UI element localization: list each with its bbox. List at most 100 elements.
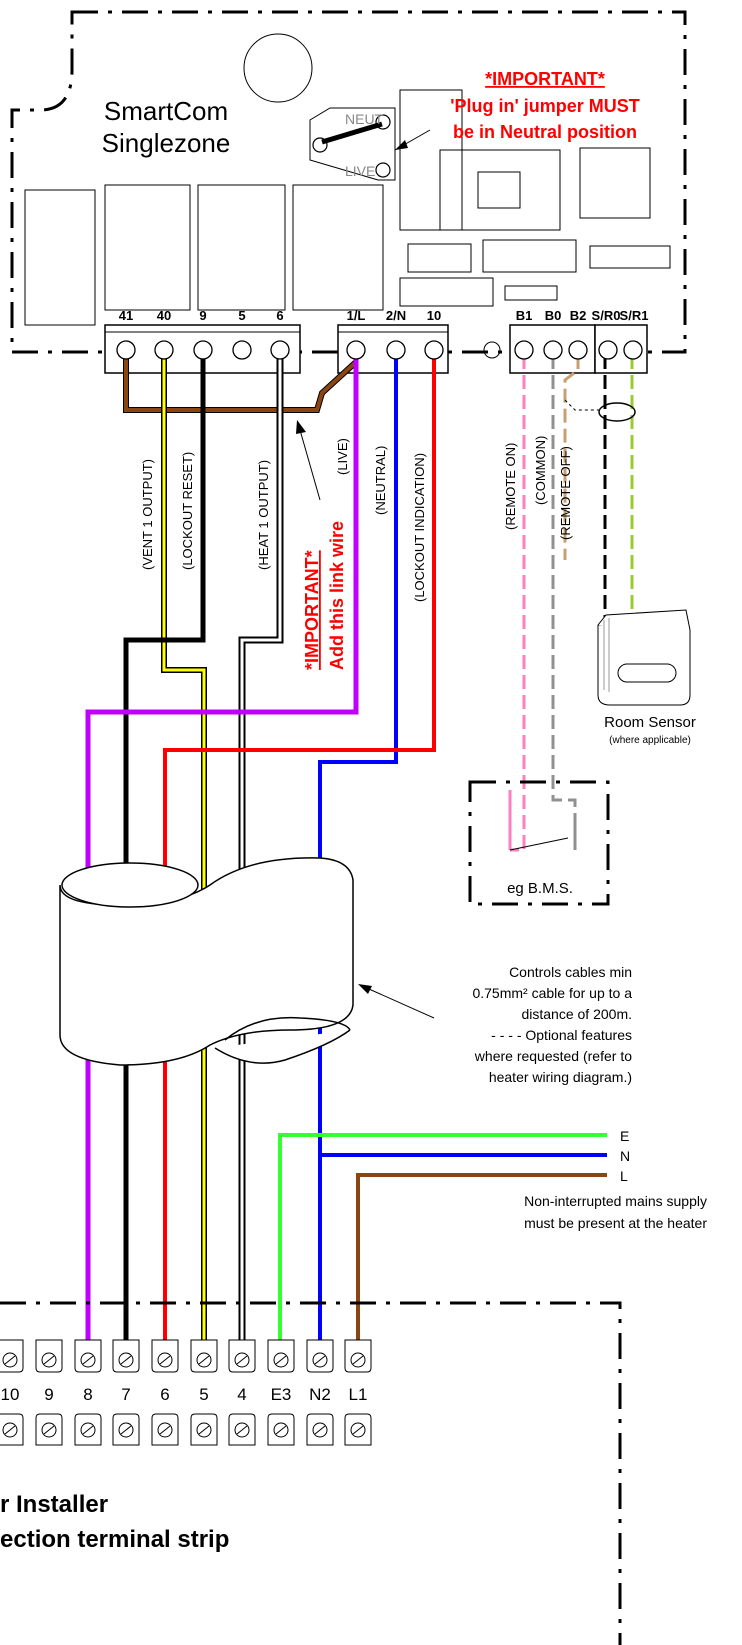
heater-terminal-label: 6 [160,1385,169,1404]
heater-terminal: E3 [267,1339,295,1446]
relay [24,189,96,326]
important-jumper-line2: be in Neutral position [453,122,637,142]
heater-terminal: 6 [151,1339,179,1446]
label-lockout-reset: (LOCKOUT RESET) [180,452,195,570]
heater-terminal: 4 [228,1339,256,1446]
controller-board: SmartCom Singlezone NEUT LIVE *IMPORTANT… [10,10,687,374]
wire-tan-remote-off [563,355,580,560]
heater-terminal: 10 [0,1339,24,1446]
controller-terminal-label: 9 [199,308,206,323]
controller-terminal-label: 5 [238,308,245,323]
cable-tie [598,402,636,422]
heater-terminal-label: 10 [1,1385,20,1404]
important-jumper-line1: 'Plug in' jumper MUST [450,96,640,116]
controller-terminal-label: B0 [545,308,562,323]
heater-terminal-label: 9 [44,1385,53,1404]
heater-title-line1: r Installer [0,1491,108,1518]
chip [399,89,463,231]
relay [292,184,384,311]
bms-label: eg B.M.S. [507,880,573,897]
label-vent1: (VENT 1 OUTPUT) [140,459,155,570]
wire-labels: (VENT 1 OUTPUT) (LOCKOUT RESET) (HEAT 1 … [140,436,573,602]
heater-terminal-label: N2 [309,1385,331,1404]
bms-switch [509,837,569,851]
heater-terminal-label: E3 [271,1385,292,1404]
link-wire-note: *IMPORTANT* Add this link wire [296,420,347,670]
controller-terminal-label: B1 [516,308,533,323]
heater-terminal: N2 [306,1339,334,1446]
controller-terminal-label: 10 [427,308,441,323]
chip [399,277,494,307]
link-important-text: Add this link wire [327,521,347,670]
relay [104,184,191,311]
heater-terminals: 10 9 8 7 6 5 4 E3 N2 L1 [0,1339,372,1446]
heater-terminal: 8 [74,1339,102,1446]
chip [579,147,651,219]
label-live: (LIVE) [335,438,350,475]
label-heat1: (HEAT 1 OUTPUT) [256,460,271,570]
heater-terminal: 7 [112,1339,140,1446]
link-important-title: *IMPORTANT* [302,550,322,670]
jumper-neut-label: NEUT [345,111,384,127]
mains-e: E [620,1128,629,1144]
mains-n: N [620,1148,630,1164]
chip [589,245,671,269]
label-remote-on: (REMOTE ON) [503,443,518,530]
heater-terminal-label: 8 [83,1385,92,1404]
cable-note-line4: - - - - Optional features [491,1027,632,1043]
cable-sleeve [59,857,354,1066]
wire-blue-neutral [318,352,398,1350]
cable-note-line5: where requested (refer to [474,1048,632,1064]
controller-terminal-label: S/R0 [592,308,621,323]
heater-terminal: L1 [344,1339,372,1446]
cable-note-line1: Controls cables min [509,964,632,980]
controller-name-line1: SmartCom [104,96,228,126]
label-common: (COMMON) [533,436,548,505]
mains-l: L [620,1168,628,1184]
label-remote-off: (REMOTE OFF) [558,446,573,540]
important-jumper-title: *IMPORTANT* [485,69,605,89]
neutral-jumper: NEUT LIVE [309,107,396,181]
heater-title-line2: ection terminal strip [0,1526,229,1553]
heater-terminal-label: 7 [121,1385,130,1404]
controller-screw-overlay [116,340,643,360]
link-wire-brown [124,352,358,412]
chip [407,243,472,273]
controller-name-line2: Singlezone [102,128,231,158]
wire-brown-mains-live [356,1173,607,1350]
board-hole [483,341,501,359]
mounting-hole [243,33,313,103]
heater-terminal-label: 5 [199,1385,208,1404]
room-sensor: Room Sensor (where applicable) [597,609,696,746]
chip [504,285,558,301]
cable-note: Controls cables min 0.75mm² cable for up… [358,964,632,1085]
wire-pink-remote-on [510,355,526,852]
controller-terminal-label: 41 [119,308,133,323]
label-neutral: (NEUTRAL) [373,446,388,515]
heater-terminal-label: L1 [349,1385,368,1404]
cable-note-line6: heater wiring diagram.) [489,1069,632,1085]
mains-supply: E N L Non-interrupted mains supply must … [524,1128,707,1231]
cable-note-line3: distance of 200m. [521,1006,632,1022]
chip [439,149,561,231]
room-sensor-label: Room Sensor [604,714,696,731]
chip [477,171,521,209]
heater-terminal: 5 [190,1339,218,1446]
relay [197,184,286,311]
mains-note1: Non-interrupted mains supply [524,1193,707,1209]
label-lockout-indication: (LOCKOUT INDICATION) [412,453,427,602]
controller-terminal-label: 40 [157,308,171,323]
controller-terminal-label: 2/N [386,308,406,323]
controller-terminal-label: B2 [570,308,587,323]
heater-terminal: 9 [35,1339,63,1446]
heater-terminal-label: 4 [237,1385,246,1404]
controller-terminal-label: S/R1 [620,308,649,323]
cable-note-line2: 0.75mm² cable for up to a [472,985,632,1001]
heater-strip: 10 9 8 7 6 5 4 E3 N2 L1 r Installer ection termin… [0,1301,622,1645]
mains-note2: must be present at the heater [524,1215,707,1231]
bms-box: eg B.M.S. [468,780,610,906]
chip [482,239,577,273]
wire-green-earth [278,1133,607,1350]
jumper-live-label: LIVE [345,163,375,179]
